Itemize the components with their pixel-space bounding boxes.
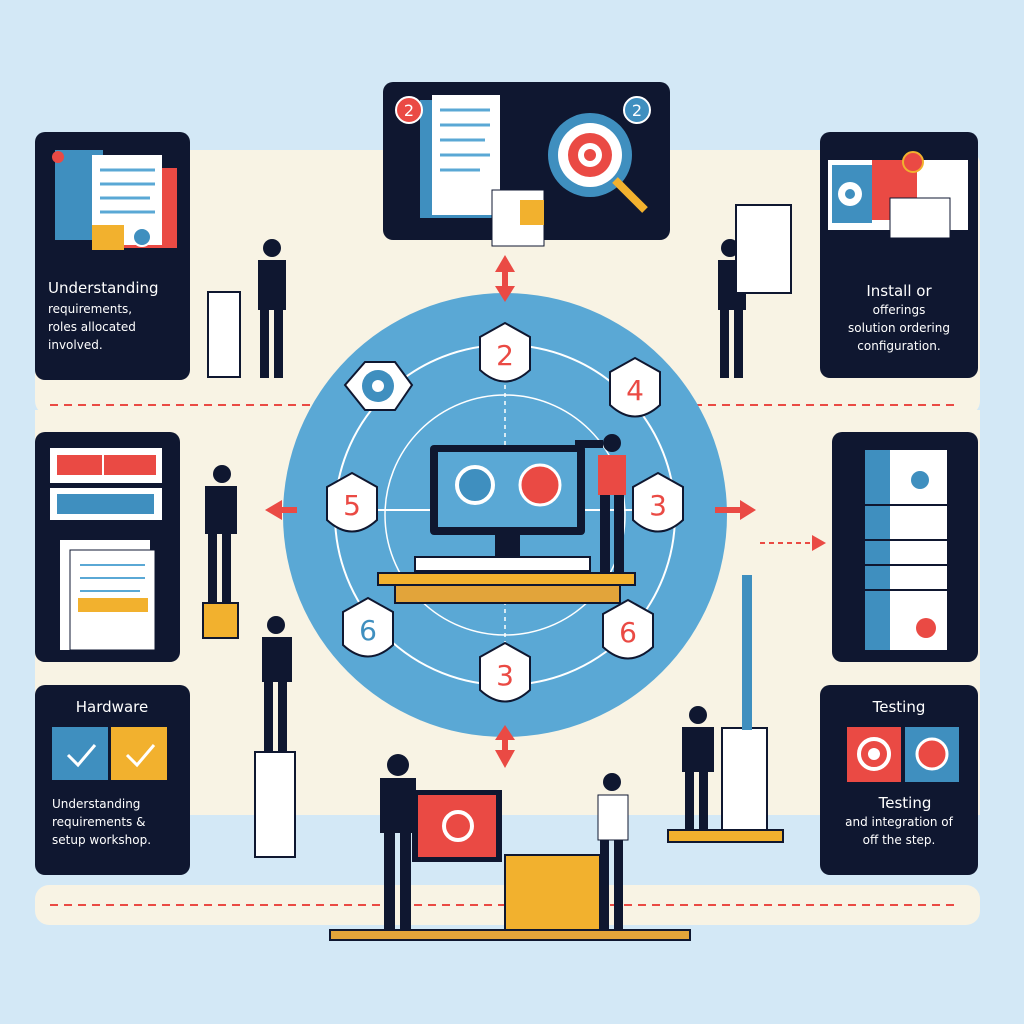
gear-icon	[455, 465, 495, 505]
panel-text: configuration.	[857, 339, 940, 353]
gear-icon	[442, 810, 474, 842]
panel-hardware: Hardware Understanding requirements & se…	[35, 685, 190, 875]
keyboard	[414, 556, 591, 572]
panel-text: roles allocated	[48, 320, 136, 334]
gear-icon	[518, 463, 562, 507]
step-badge: 6	[342, 596, 394, 658]
badge-number: 2	[632, 101, 642, 120]
step-number: 6	[359, 614, 377, 647]
panel-servers	[832, 432, 978, 662]
panel-text: setup workshop.	[52, 833, 151, 847]
people	[202, 204, 792, 941]
step-number: 6	[619, 616, 637, 649]
step-badge: 4	[609, 356, 661, 418]
step-number: 4	[626, 374, 644, 407]
person-figure	[682, 706, 714, 832]
panel-title: Testing	[872, 698, 926, 716]
panel-testing: Testing Testing and integration of off t…	[820, 685, 978, 875]
badge-number: 2	[404, 101, 414, 120]
panel-install: Install or offerings solution ordering c…	[820, 132, 978, 378]
person-figure	[380, 754, 416, 933]
person-figure	[575, 434, 626, 573]
desk	[377, 572, 636, 586]
panel-documents	[35, 432, 180, 662]
panel-text: requirements &	[52, 815, 145, 829]
person-figure	[205, 465, 237, 602]
step-badge: 5	[326, 471, 378, 533]
panel-top-center: 2 2	[383, 82, 670, 247]
panel-text: offerings	[873, 303, 926, 317]
person-figure	[258, 239, 286, 378]
panel-understanding: Understanding requirements, roles alloca…	[35, 132, 190, 380]
step-number: 5	[343, 489, 361, 522]
checkbox-icon	[111, 727, 167, 780]
step-badge: 3	[632, 471, 684, 533]
panel-text: off the step.	[863, 833, 936, 847]
panel-title: Understanding	[48, 279, 159, 297]
person-figure	[597, 773, 629, 930]
central-computer	[377, 445, 636, 604]
panel-title: Hardware	[76, 698, 148, 716]
step-number: 3	[496, 659, 514, 692]
gear-icon	[132, 227, 152, 247]
checkbox-icon	[52, 727, 108, 780]
panel-text: solution ordering	[848, 321, 950, 335]
panel-title: Install or	[866, 282, 932, 300]
panel-text: involved.	[48, 338, 103, 352]
person-figure	[262, 616, 292, 752]
arrows	[265, 255, 826, 768]
step-badge: 2	[479, 321, 531, 383]
step-number: 3	[649, 489, 667, 522]
step-badge: 6	[602, 598, 654, 660]
step-badge: 3	[479, 641, 531, 703]
panel-text: Understanding	[52, 797, 140, 811]
panel-subtitle: Testing	[878, 794, 932, 812]
cabinet	[504, 854, 601, 931]
filing-cabinet	[207, 291, 241, 378]
step-number: 2	[496, 339, 514, 372]
panel-text: requirements,	[48, 302, 132, 316]
gear-icon	[343, 361, 414, 411]
magnifier-icon	[612, 177, 648, 213]
panel-text: and integration of	[845, 815, 953, 829]
